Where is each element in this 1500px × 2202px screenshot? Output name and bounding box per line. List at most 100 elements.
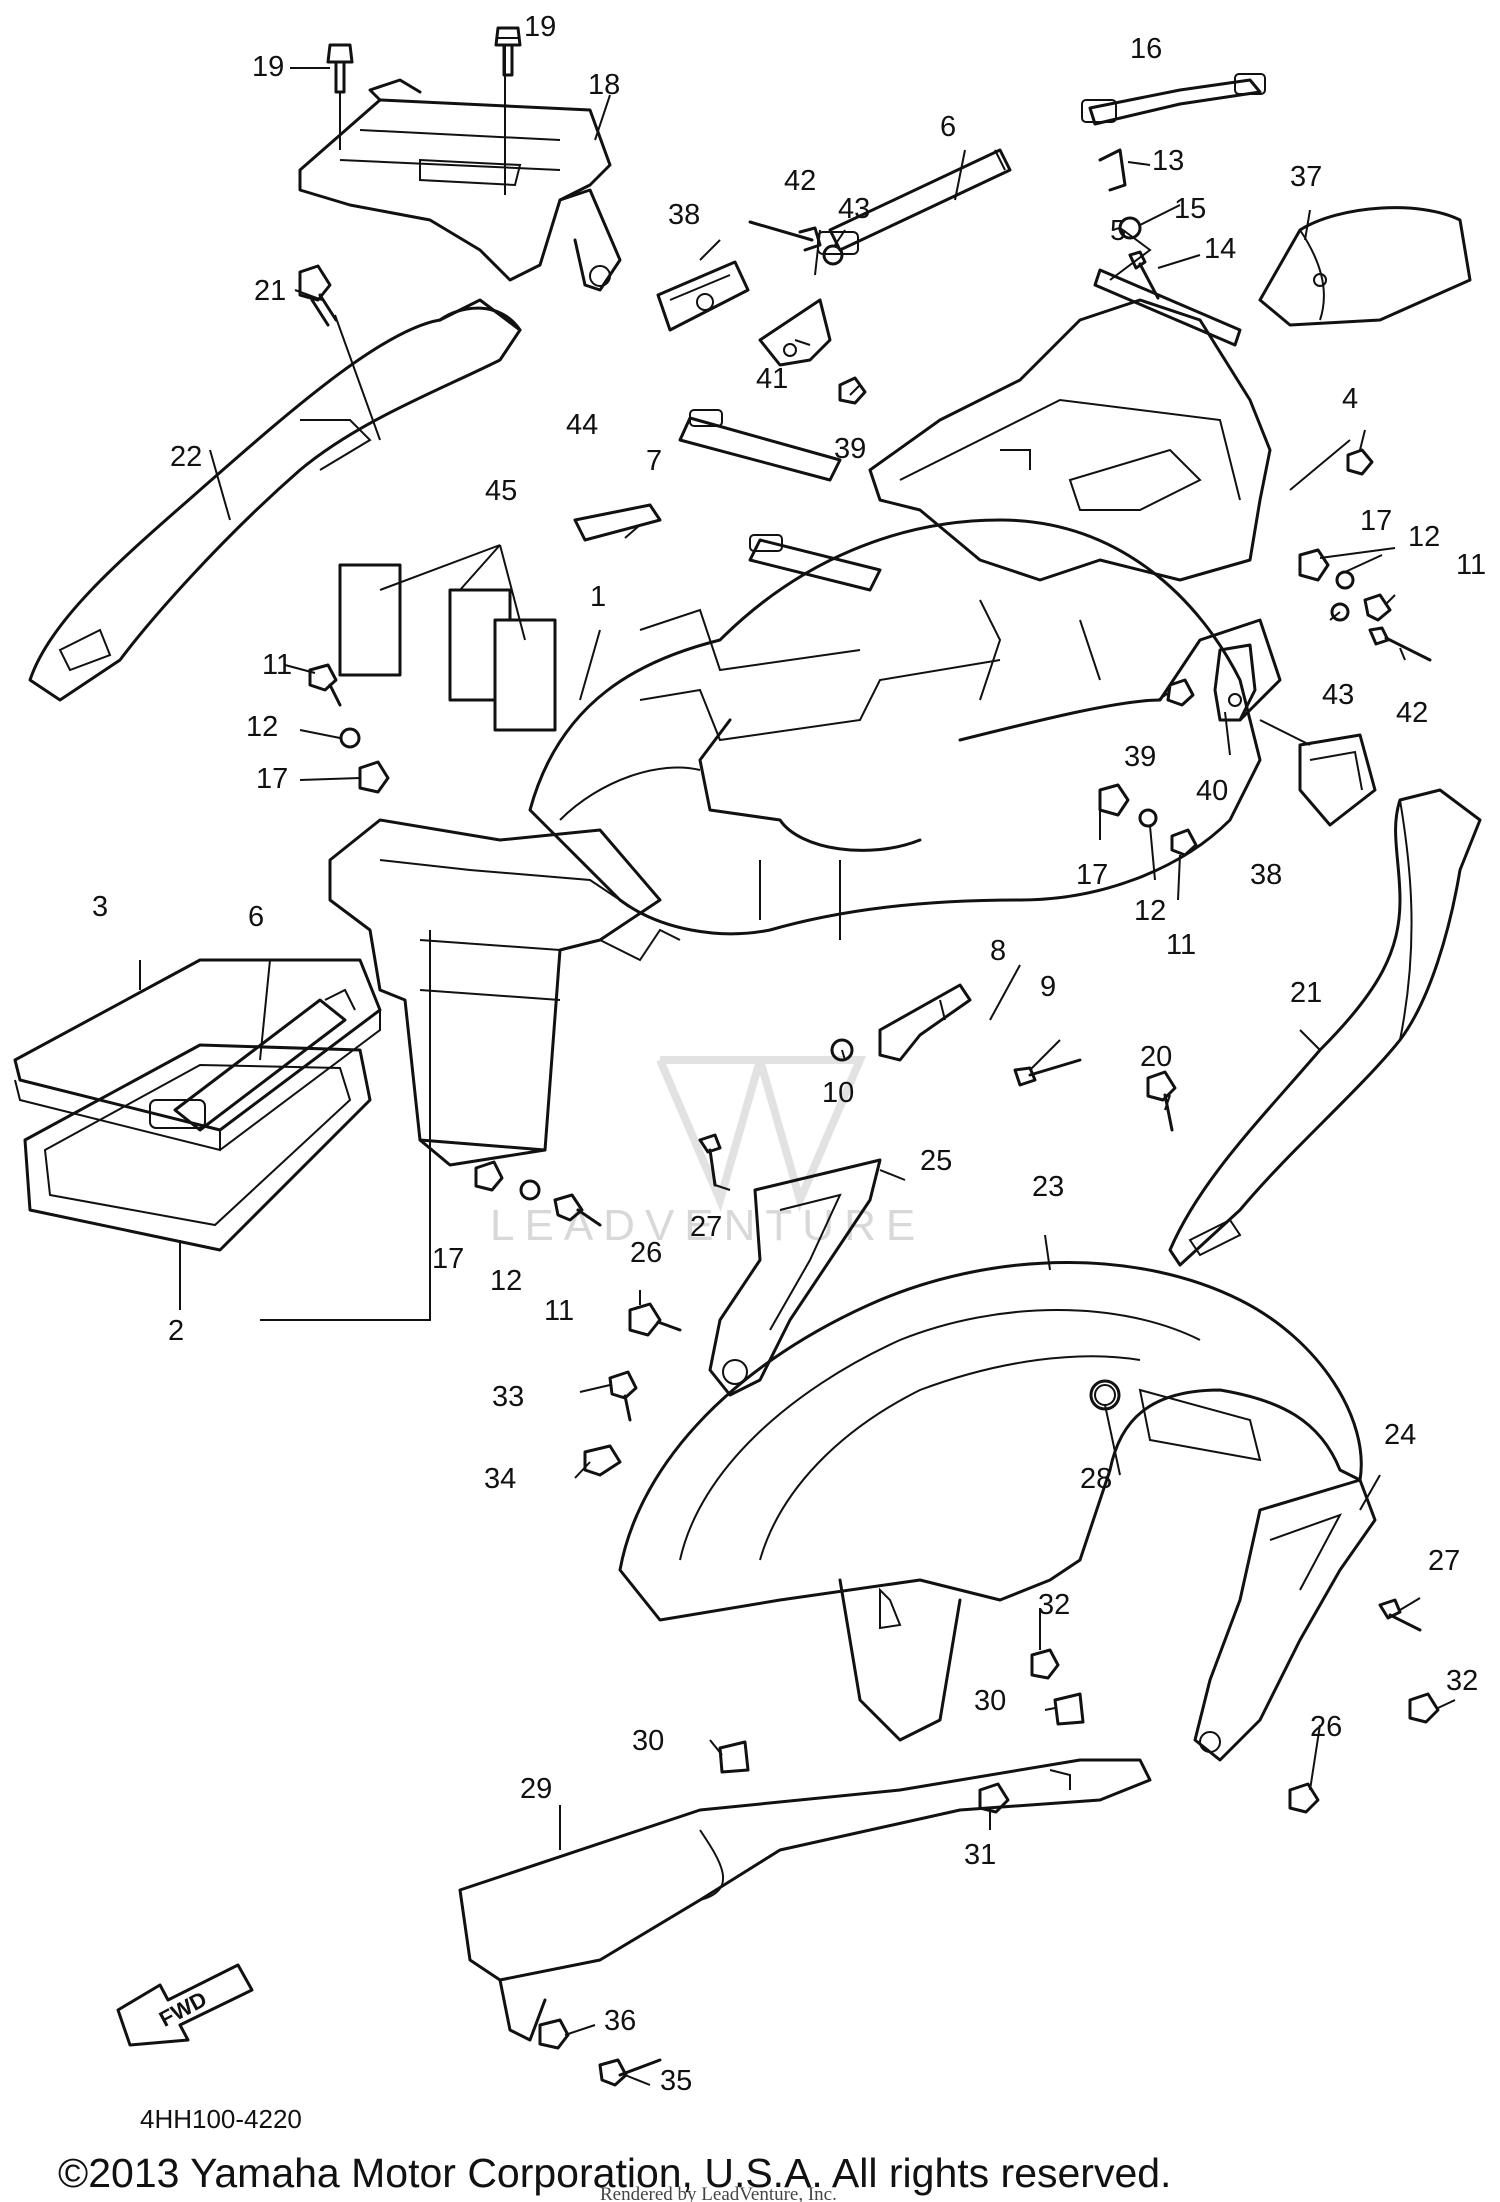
callout-43: 43 (838, 193, 870, 225)
callout-22: 22 (170, 441, 202, 473)
part-27-pin-top (698, 1133, 722, 1187)
callout-40: 40 (1196, 775, 1228, 807)
part-24-fender-strut-right (1193, 1478, 1377, 1762)
diagram-code: 4HH100-4220 (140, 2104, 302, 2134)
callout-12: 12 (490, 1265, 522, 1297)
part-16-strap (1081, 73, 1266, 126)
part-19-screw-left (326, 43, 354, 94)
part-42-bolt-right (1368, 626, 1432, 662)
part-21-bolt-left (298, 264, 338, 327)
part-21-bolt-right (1146, 1070, 1177, 1132)
part-43-washer-right (1330, 602, 1350, 622)
part-33-bolt (608, 1370, 638, 1422)
part-19-screw-right (494, 26, 522, 77)
part-11-bolt-bottom (553, 1193, 602, 1227)
part-41-reflector-bracket (758, 298, 832, 367)
callout-21: 20 (1140, 1041, 1172, 1073)
callout-42: 42 (784, 165, 816, 197)
watermark-text: LEADVENTURE (490, 1201, 925, 1250)
callout-34: 34 (484, 1463, 516, 1495)
callout-18: 18 (588, 69, 620, 101)
callout-29: 29 (520, 1773, 552, 1805)
part-11-bolt-left (308, 663, 342, 707)
part-42-bolt-top (748, 220, 822, 252)
part-17-grommet-right (1298, 548, 1330, 582)
callout-23: 23 (1032, 1171, 1064, 1203)
part-43-washer-top (822, 244, 844, 266)
part-1-rear-fender-inner (528, 518, 1282, 940)
part-34-grommet (583, 1444, 622, 1477)
part-22-grab-rail-left (28, 298, 522, 702)
callout-2: 2 (168, 1315, 184, 1347)
callout-27: 27 (1428, 1545, 1460, 1577)
watermark: LEADVENTURE (490, 1056, 925, 1250)
part-29-side-cover (458, 1758, 1152, 2042)
callout-5: 5 (1110, 215, 1126, 247)
callout-43: 43 (1322, 679, 1354, 711)
part-17-grommet-mid (1098, 783, 1130, 817)
part-36-grommet (538, 2018, 570, 2050)
callout-6: 6 (940, 111, 956, 143)
callout-36: 36 (604, 2005, 636, 2037)
part-10-washer (830, 1038, 854, 1062)
callout-42: 42 (1396, 697, 1428, 729)
callout-38: 38 (668, 199, 700, 231)
callout-45: 45 (485, 475, 517, 507)
part-12-washer-mid (1138, 808, 1158, 828)
part-12-washer-left (339, 727, 361, 749)
callout-11: 11 (544, 1295, 574, 1327)
part-7-strap-a (678, 409, 842, 482)
part-39-nut-right (1166, 678, 1195, 707)
part-25-fender-strut-left (708, 1158, 882, 1397)
callout-17: 17 (1076, 859, 1108, 891)
part-5-strip (1093, 268, 1242, 347)
leader-lines (139, 37, 1456, 2086)
part-7-strap-b (748, 534, 882, 592)
part-38-reflector-top (656, 260, 750, 332)
rendered-by-notice: Rendered by LeadVenture, Inc. (600, 2184, 837, 2202)
callout-11: 11 (262, 649, 292, 681)
callout-35: 35 (660, 2065, 692, 2097)
callout-20: 21 (1290, 977, 1322, 1009)
part-37-cover (1258, 206, 1472, 327)
callout-44: 44 (566, 409, 598, 441)
part-30-clip-right (1053, 1692, 1085, 1726)
callout-25: 25 (920, 1145, 952, 1177)
part-9-bolt (1013, 1058, 1082, 1087)
callout-9: 9 (1040, 971, 1056, 1003)
part-30-clip-left (718, 1740, 750, 1774)
part-4-grommet (1346, 448, 1374, 476)
part-20-grab-rail-right (1168, 788, 1482, 1267)
callout-17: 17 (256, 763, 288, 795)
callout-38: 38 (1250, 859, 1282, 891)
callout-15: 15 (1174, 193, 1206, 225)
part-45-sheets (338, 563, 557, 732)
callout-19: 19 (252, 51, 284, 83)
part-14-bolt (1128, 250, 1160, 300)
copyright-notice: ©2013 Yamaha Motor Corporation, U.S.A. A… (58, 2150, 1171, 2196)
battery-tray (868, 298, 1272, 582)
callout-12: 12 (1134, 895, 1166, 927)
callout-10: 10 (822, 1077, 854, 1109)
part-18-bracket-plate (298, 78, 622, 292)
callout-17: 17 (432, 1243, 464, 1275)
part-13-bracket (1098, 148, 1127, 192)
callout-41: 41 (756, 363, 788, 395)
callout-16: 16 (1130, 33, 1162, 65)
part-40-reflector-bracket (1213, 643, 1257, 722)
callout-12: 12 (1408, 521, 1440, 553)
callout-39: 39 (834, 433, 866, 465)
part-12-washer-right (1335, 570, 1355, 590)
callout-33: 33 (492, 1381, 524, 1413)
callout-30: 30 (974, 1685, 1006, 1717)
part-11-bolt-mid (1170, 828, 1198, 857)
callout-32: 32 (1038, 1589, 1070, 1621)
part-26-bolt-right (1288, 1782, 1320, 1814)
callout-26: 26 (1310, 1711, 1342, 1743)
callout-11: 11 (1166, 929, 1196, 961)
callout-31: 31 (964, 1839, 996, 1871)
part-26-bolt-left (628, 1302, 682, 1337)
callout-39: 39 (1124, 741, 1156, 773)
part-6-strap-box (149, 988, 356, 1132)
